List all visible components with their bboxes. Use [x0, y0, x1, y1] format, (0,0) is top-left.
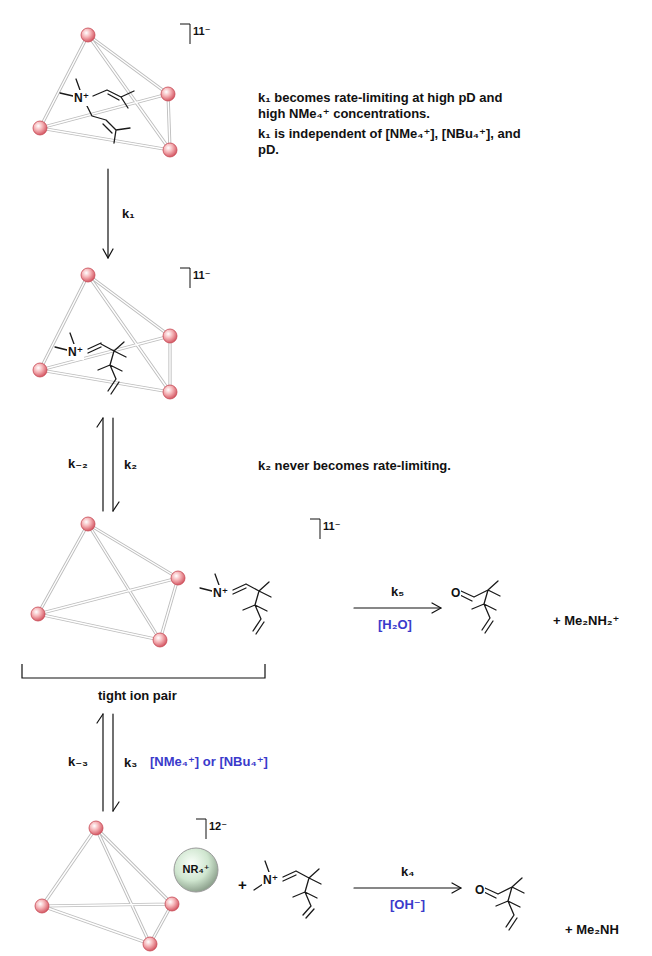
rate-constant: k₄	[401, 864, 414, 880]
capsule-vertex	[143, 937, 157, 951]
plus-sign: +	[238, 877, 247, 893]
capsule-frame	[40, 35, 170, 150]
capsule-vertex	[81, 268, 95, 282]
rate-constant: k₃	[124, 755, 137, 771]
capsule-vertex	[163, 143, 177, 157]
charge-label: 11⁻	[193, 24, 210, 38]
rate-constant: k₅	[391, 584, 404, 600]
ion-pair: 11⁻ N⁺ tight ion pair	[20, 515, 350, 710]
arrow-line	[354, 607, 441, 608]
capsule-vertex	[153, 633, 167, 647]
arrow-line	[452, 883, 461, 893]
molecule-bonds	[55, 79, 524, 930]
note: k₂ never becomes rate-limiting.	[258, 458, 451, 474]
arrow-line	[113, 802, 119, 811]
molecule-bonds	[200, 574, 271, 634]
capsule-vertex	[33, 121, 47, 135]
capsule-complex: 12⁻ NR₄⁺	[30, 815, 235, 953]
charge-bracket	[180, 24, 320, 839]
arrow-line	[97, 418, 103, 427]
molecule-bonds	[484, 878, 524, 930]
capsule-vertex	[81, 517, 95, 531]
iminium-ion: N⁺	[250, 855, 350, 925]
capsule-frame	[42, 828, 172, 944]
capsule-frame	[38, 35, 178, 944]
rate-constant: k₁	[122, 206, 135, 222]
condition: [OH⁻]	[390, 897, 425, 913]
capsule-frame	[38, 524, 178, 640]
ammonium-sphere	[174, 848, 218, 892]
reaction-arrow	[354, 603, 441, 613]
capsule-vertex	[81, 28, 95, 42]
capsule-complex: 11⁻ N⁺	[25, 262, 225, 414]
capsule-vertex	[171, 571, 185, 585]
capsule-complex: 11⁻ N⁺	[25, 18, 225, 165]
species-text: tight ion pair	[98, 688, 177, 704]
charge-label: NR₄⁺	[174, 862, 218, 876]
capsule-vertex	[163, 329, 177, 343]
arrow-line	[103, 249, 113, 258]
capsule-vertex	[165, 897, 179, 911]
species-text: + Me₂NH	[565, 922, 619, 938]
atom-label: N⁺	[212, 585, 229, 601]
ion-pair-bracket	[22, 664, 265, 678]
molecule-bonds	[60, 79, 134, 143]
capsule-frame	[40, 35, 170, 150]
arrow-line	[102, 418, 103, 511]
arrow-line	[112, 714, 113, 811]
capsule-vertex	[161, 87, 175, 101]
atom-label: N⁺	[262, 872, 279, 888]
charge-label: 11⁻	[193, 268, 210, 282]
atom-label: N⁺	[67, 344, 84, 360]
note: k₁ is independent of [NMe₄⁺], [NBu₄⁺], a…	[258, 126, 528, 158]
capsule-vertex	[33, 363, 47, 377]
species-text: + Me₂NH₂⁺	[553, 613, 619, 629]
charge-label: 11⁻	[323, 519, 340, 533]
condition: [NMe₄⁺] or [NBu₄⁺]	[150, 754, 268, 770]
arrow-line	[107, 169, 108, 258]
capsule-frame	[40, 275, 170, 392]
arrow-line	[432, 603, 441, 613]
product: O + Me₂NH	[465, 862, 647, 950]
capsule-vertex	[35, 899, 49, 913]
capsule-vertex	[89, 821, 103, 835]
atom-label: O	[474, 882, 485, 898]
note: k₁ becomes rate-limiting at high pD and …	[258, 90, 528, 122]
capsule-frame	[38, 35, 178, 944]
capsule-frame	[38, 524, 178, 640]
capsule-vertex	[31, 28, 185, 951]
arrow-line	[97, 714, 103, 723]
equilibrium-arrow	[97, 418, 119, 511]
rate-constant: k₂	[124, 457, 137, 473]
arrow-line	[354, 887, 461, 888]
charge-bracket	[180, 24, 320, 839]
ammonium-sphere	[174, 848, 218, 892]
atom-label: O	[450, 585, 461, 601]
equilibrium-arrow	[97, 714, 119, 811]
ion-pair-bracket	[22, 664, 265, 678]
arrow-line	[112, 418, 113, 511]
capsule-vertex	[163, 385, 177, 399]
reaction-arrow	[354, 883, 461, 893]
capsule-frame	[40, 275, 170, 392]
charge-label: 12⁻	[209, 819, 227, 833]
molecule-bonds	[460, 581, 500, 633]
molecule-bonds	[254, 861, 321, 918]
reaction-arrow	[103, 169, 113, 258]
rate-constant: k₋₃	[68, 754, 88, 770]
capsule-frame	[42, 828, 172, 944]
condition: [H₂O]	[378, 617, 412, 633]
capsule-vertex	[31, 607, 45, 621]
molecule-bonds	[55, 333, 126, 394]
atom-label: N⁺	[73, 90, 90, 106]
arrow-line	[113, 502, 119, 511]
arrow-line	[102, 714, 103, 811]
product: O + Me₂NH₂⁺	[445, 570, 645, 640]
rate-constant: k₋₂	[68, 456, 88, 472]
